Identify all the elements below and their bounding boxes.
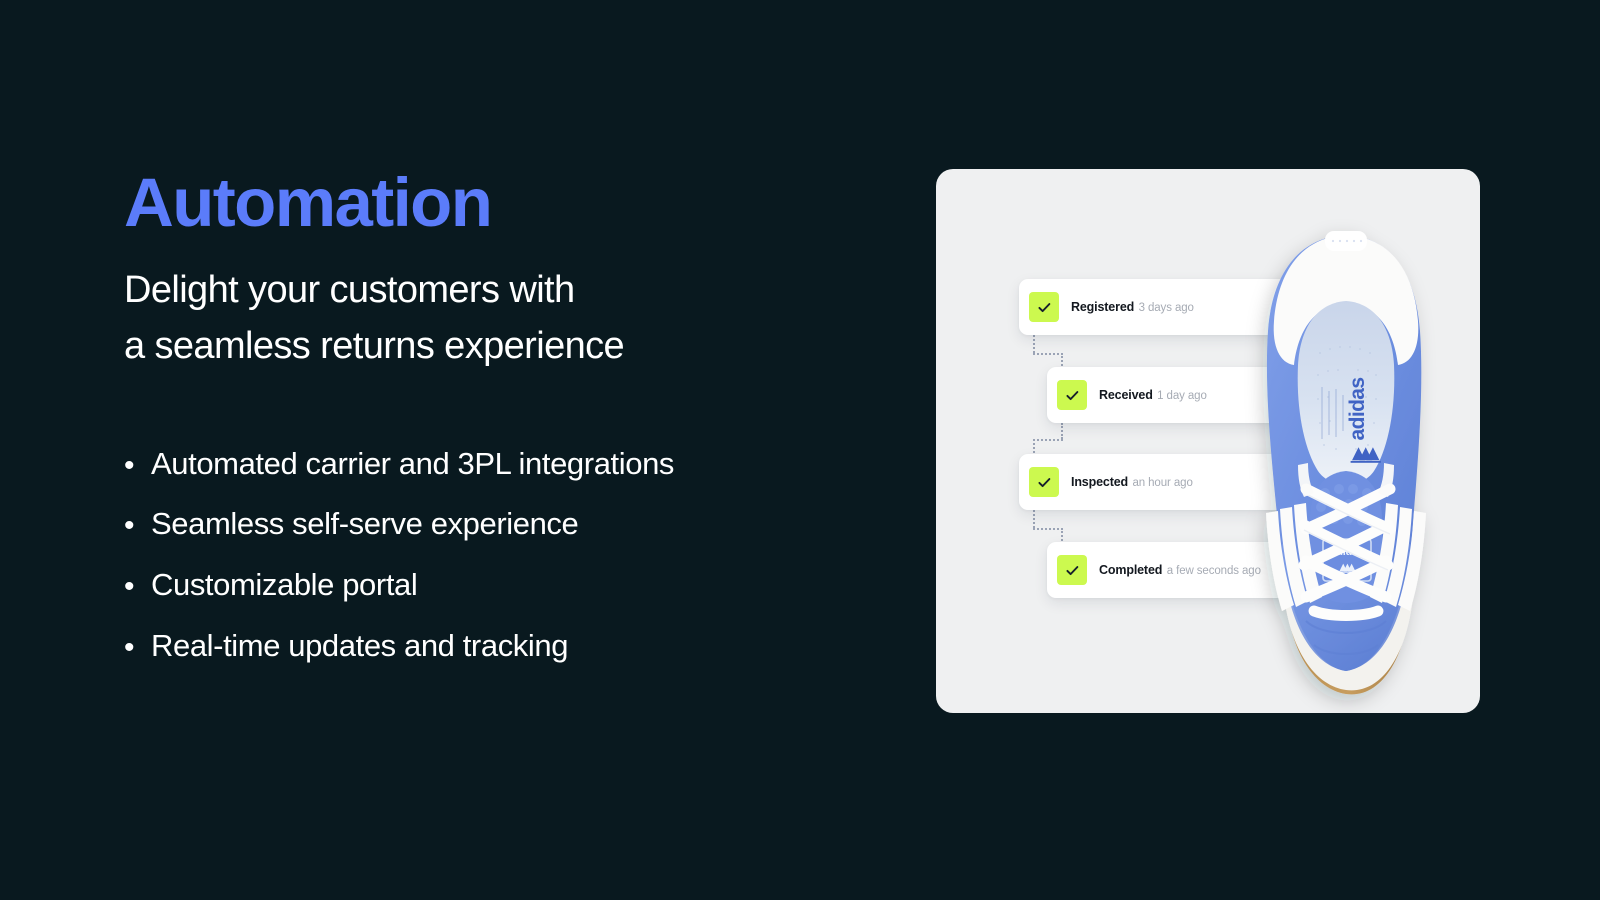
- svg-text:adidas: adidas: [1346, 378, 1369, 441]
- hero-subheading-line-1: Delight your customers with: [124, 269, 575, 311]
- page-title: Automation: [124, 164, 493, 241]
- list-item: • Seamless self-serve experience: [124, 507, 884, 542]
- bullet-point-icon: •: [124, 630, 135, 664]
- feature-list: • Automated carrier and 3PL integrations…: [124, 445, 884, 664]
- check-icon: [1057, 380, 1087, 410]
- status-card-body: Received 1 day ago: [1099, 386, 1207, 404]
- feature-label: Seamless self-serve experience: [151, 506, 579, 542]
- status-title: Inspected: [1071, 475, 1128, 489]
- status-card-body: Registered 3 days ago: [1071, 298, 1194, 316]
- timeline-connector: [1033, 510, 1077, 544]
- status-card-inspected[interactable]: Inspected an hour ago: [1019, 454, 1301, 510]
- list-item: • Customizable portal: [124, 567, 884, 604]
- list-item: • Real-time updates and tracking: [124, 627, 884, 664]
- check-icon: [1057, 555, 1087, 585]
- timeline-connector: [1033, 423, 1077, 457]
- status-card-registered[interactable]: Registered 3 days ago: [1019, 279, 1301, 335]
- feature-label: Real-time updates and tracking: [151, 627, 569, 663]
- product-showcase-panel: Registered 3 days ago Received 1 day ago: [936, 169, 1480, 713]
- hero-subheading-line-2: a seamless returns experience: [124, 324, 625, 367]
- bullet-point-icon: •: [124, 448, 135, 482]
- status-card-body: Inspected an hour ago: [1071, 473, 1193, 491]
- hero-text-column: Automation Delight your customers with a…: [124, 168, 884, 690]
- bullet-point-icon: •: [124, 570, 135, 604]
- timeline-connector: [1033, 335, 1077, 369]
- check-icon: [1029, 467, 1059, 497]
- feature-label: Customizable portal: [151, 567, 418, 603]
- sneaker-photo: adidas: [1194, 213, 1480, 713]
- check-icon: [1029, 292, 1059, 322]
- feature-label: Automated carrier and 3PL integrations: [151, 445, 675, 481]
- status-timestamp: 1 day ago: [1157, 390, 1207, 402]
- bullet-point-icon: •: [124, 509, 135, 543]
- status-title: Received: [1099, 388, 1153, 402]
- status-card-body: Completed a few seconds ago: [1099, 561, 1261, 579]
- returns-status-timeline: Registered 3 days ago Received 1 day ago: [936, 169, 1480, 713]
- hero-subheading: Delight your customers with a seamless r…: [124, 263, 884, 375]
- status-timestamp: an hour ago: [1132, 477, 1193, 489]
- status-title: Completed: [1099, 563, 1163, 577]
- status-title: Registered: [1071, 300, 1135, 314]
- status-timestamp: 3 days ago: [1138, 302, 1194, 314]
- list-item: • Automated carrier and 3PL integrations: [124, 445, 884, 482]
- status-timestamp: a few seconds ago: [1166, 565, 1261, 577]
